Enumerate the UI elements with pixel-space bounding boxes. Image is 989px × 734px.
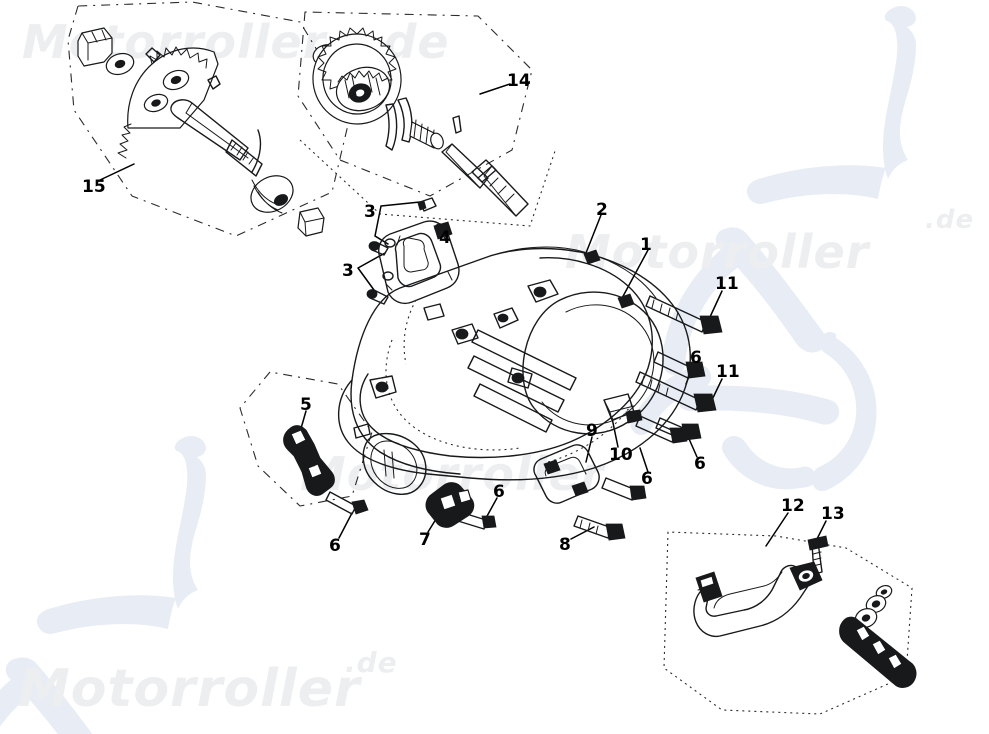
callout-2: 2 xyxy=(596,200,608,220)
callout-6b: 6 xyxy=(493,482,505,502)
leader-9 xyxy=(585,436,593,463)
leader-1 xyxy=(620,249,649,301)
part-9-support-bracket xyxy=(533,444,647,504)
watermark-tld-2: .de xyxy=(925,205,974,235)
leader-6b xyxy=(485,497,498,519)
watermark-text-2: Motorroller xyxy=(565,225,872,279)
group-boundary-12 xyxy=(663,531,913,715)
hex-flange-bolt-7 xyxy=(457,511,497,530)
callout-12: 12 xyxy=(781,496,805,516)
leader-6c xyxy=(639,447,649,473)
hex-flange-bolt-6b xyxy=(655,417,702,441)
bushing-part-2 xyxy=(297,207,325,237)
callout-13: 13 xyxy=(821,504,845,524)
callout-5: 5 xyxy=(300,395,312,415)
part-15-kickstarter-shaft-group xyxy=(77,27,325,237)
pedal-pivot-bolt-13 xyxy=(807,535,829,575)
cover-plate-screw-a xyxy=(417,197,437,212)
callout-11a: 11 xyxy=(715,274,739,294)
cover-rim-screws xyxy=(583,249,635,309)
leader-6a xyxy=(338,512,353,539)
leader-11a xyxy=(709,290,723,318)
long-flange-bolt-11b xyxy=(635,371,717,413)
leader-12 xyxy=(765,512,789,547)
hex-flange-bolt-6a xyxy=(653,351,706,379)
callout-1: 1 xyxy=(640,235,652,255)
cover-plate-screw-c xyxy=(366,289,389,305)
part-7-cable-clamp-bracket xyxy=(425,482,497,530)
callout-6c: 6 xyxy=(641,469,653,489)
part-14-starter-gear-group xyxy=(312,27,529,217)
callout-4: 4 xyxy=(439,228,451,248)
callout-6a: 6 xyxy=(329,536,341,556)
kick-gear-sector xyxy=(117,46,219,159)
coil-spring-part xyxy=(409,119,444,150)
small-clip-part xyxy=(207,75,221,90)
bolt-column-right xyxy=(635,295,723,441)
part-5-kickstarter-lever xyxy=(283,425,369,515)
watermark-layer: Motorroller .de Motorroller .de Motorrol… xyxy=(0,6,974,734)
cover-mounting-bosses xyxy=(353,279,559,439)
watermark-tld-3: .de xyxy=(345,646,398,679)
leader-2 xyxy=(585,214,602,254)
callout-11b: 11 xyxy=(716,362,740,382)
bushing-part xyxy=(77,27,113,67)
hex-flange-bolt-5 xyxy=(325,491,369,515)
hex-flange-bolt-9 xyxy=(601,477,647,501)
leader-3a xyxy=(374,201,421,245)
part-2-variomatic-cover xyxy=(337,246,691,495)
callout-3b: 3 xyxy=(342,261,354,281)
callout-3a: 3 xyxy=(364,202,376,222)
part-8-mounting-bolt xyxy=(573,515,626,541)
part-12-kick-pedal-assembly xyxy=(693,535,917,688)
group-boundary-15 xyxy=(67,1,353,237)
plate-tab xyxy=(433,221,453,240)
leader-15 xyxy=(99,163,135,181)
footpeg-assembly xyxy=(839,584,917,688)
callout-leader-layer xyxy=(99,83,827,547)
callout-9: 9 xyxy=(586,421,598,441)
cover-plate-screw-b xyxy=(368,241,389,256)
inspection-port xyxy=(362,433,427,495)
callout-10: 10 xyxy=(609,445,633,465)
starter-pinion-gear xyxy=(335,66,391,112)
watermark-text-4: Motorroller xyxy=(18,659,363,719)
callout-6d: 6 xyxy=(694,454,706,474)
callout-number-layer: 1 2 3 3 4 5 6 6 6 6 6 7 8 9 10 11 11 12 … xyxy=(82,71,845,556)
group-boundary-14b xyxy=(299,139,557,227)
kickstarter-shaft xyxy=(145,47,263,177)
pedal-rubber-grip xyxy=(695,571,723,603)
cover-ribs xyxy=(467,329,577,433)
washer-part xyxy=(105,52,135,76)
leader-14 xyxy=(479,83,511,95)
leader-8 xyxy=(570,526,595,540)
leader-10 xyxy=(611,417,619,448)
callout-14: 14 xyxy=(507,71,531,91)
scooter-silhouette-icon xyxy=(630,6,916,492)
small-pin-part xyxy=(452,115,462,134)
leader-3b xyxy=(357,252,386,291)
callout-6e: 6 xyxy=(690,348,702,368)
starter-shaft-part xyxy=(441,143,529,217)
scooter-silhouette-icon-2 xyxy=(0,436,206,734)
long-flange-bolt-11a xyxy=(645,295,723,335)
callout-7: 7 xyxy=(419,530,431,550)
group-boundary-14 xyxy=(297,11,533,197)
return-spring xyxy=(250,129,294,214)
group-boundary-5 xyxy=(239,371,373,507)
callout-8: 8 xyxy=(559,535,571,555)
callout-15: 15 xyxy=(82,177,106,197)
group-boundary-layer xyxy=(67,1,913,715)
ratchet-pawl-part xyxy=(385,97,413,151)
